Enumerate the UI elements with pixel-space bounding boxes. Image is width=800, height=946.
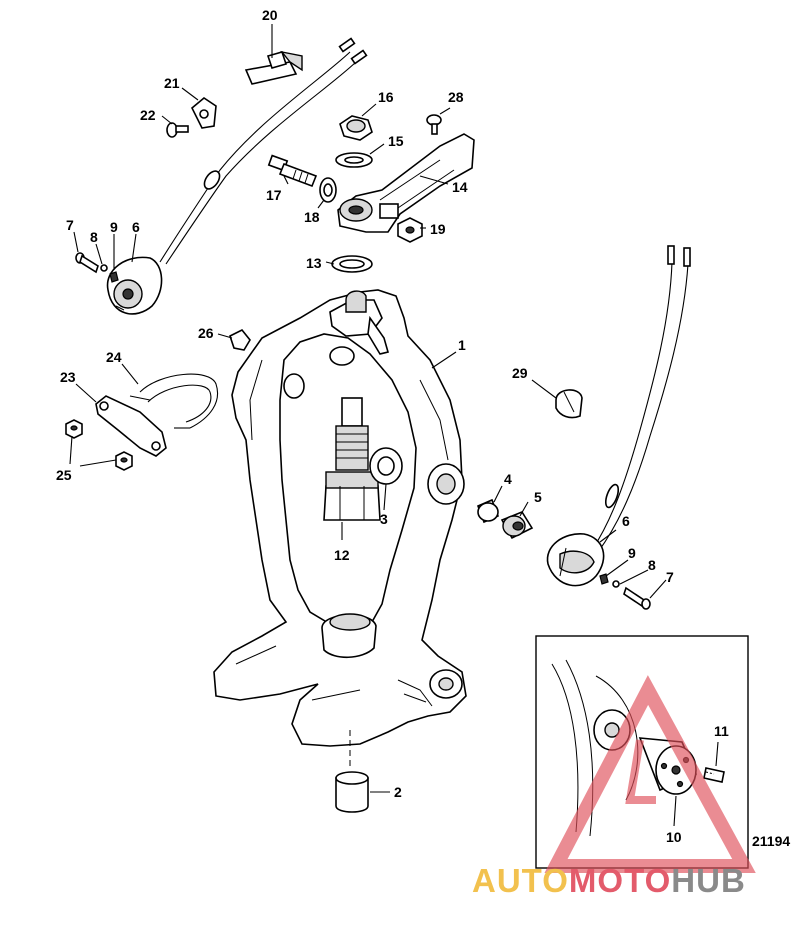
label-1: 1 xyxy=(458,337,466,353)
label-5: 5 xyxy=(534,489,542,505)
part-14-tiller-arm xyxy=(337,133,475,233)
label-6-left: 6 xyxy=(132,219,140,235)
label-22: 22 xyxy=(140,107,156,123)
part-3-washer xyxy=(369,447,403,485)
watermark-moto: MOTO xyxy=(568,862,672,899)
label-11: 11 xyxy=(714,723,729,739)
part-4-bushing xyxy=(476,498,500,524)
label-9-right: 9 xyxy=(628,545,636,561)
part-18-washer xyxy=(319,177,337,203)
label-8-right: 8 xyxy=(648,557,656,573)
label-21: 21 xyxy=(164,75,180,91)
label-17: 17 xyxy=(266,187,282,203)
label-3: 3 xyxy=(380,511,388,527)
watermark-triangle xyxy=(544,675,756,873)
part-6-trim-sensor-left xyxy=(106,256,163,315)
part-15-washer xyxy=(335,152,373,168)
part-8-washer-left xyxy=(100,264,108,272)
label-29: 29 xyxy=(512,365,528,381)
part-22-screw xyxy=(166,122,189,138)
label-16: 16 xyxy=(378,89,394,105)
leader-lines xyxy=(69,24,719,827)
part-6-trim-sensor-right xyxy=(546,533,605,587)
watermark-auto: AUTO xyxy=(472,862,569,899)
part-25-nut-b xyxy=(115,451,133,471)
part-17-bolt xyxy=(267,154,318,188)
label-7-left: 7 xyxy=(66,217,74,233)
part-9-retainer-left xyxy=(109,271,119,283)
part-5-bushing xyxy=(500,511,534,540)
label-15: 15 xyxy=(388,133,404,149)
part-24-u-bolt xyxy=(129,373,218,429)
part-7-screw-right xyxy=(623,586,651,610)
label-18: 18 xyxy=(304,209,320,225)
part-25-nut-a xyxy=(65,419,83,439)
label-14: 14 xyxy=(452,179,468,195)
label-9-left: 9 xyxy=(110,219,118,235)
part-labels: 20 21 22 16 28 15 17 14 18 19 13 7 8 9 6… xyxy=(56,7,790,849)
watermark-hub: HUB xyxy=(671,862,746,899)
label-24: 24 xyxy=(106,349,122,365)
label-4: 4 xyxy=(504,471,512,487)
label-2: 2 xyxy=(394,784,402,800)
label-23: 23 xyxy=(60,369,76,385)
part-28-screw xyxy=(426,114,442,135)
part-29-clip xyxy=(555,389,583,419)
part-2-bushing xyxy=(335,730,369,813)
label-10: 10 xyxy=(666,829,682,845)
label-8-left: 8 xyxy=(90,229,98,245)
label-25: 25 xyxy=(56,467,72,483)
watermark-text: AUTOMOTOHUB xyxy=(472,862,800,902)
part-7-screw-left xyxy=(75,252,99,274)
part-12-steering-shaft xyxy=(323,397,381,521)
label-26: 26 xyxy=(198,325,214,341)
part-21-bracket xyxy=(191,97,217,129)
label-12: 12 xyxy=(334,547,350,563)
drawing-number: 21194 xyxy=(752,833,790,849)
trim-sensor-harness-right xyxy=(591,245,691,553)
part-20-clip xyxy=(244,50,303,85)
part-16-nut xyxy=(339,115,373,141)
label-20: 20 xyxy=(262,7,278,23)
label-7-right: 7 xyxy=(666,569,674,585)
label-28: 28 xyxy=(448,89,464,105)
part-23-plate xyxy=(95,395,167,457)
part-8-washer-right xyxy=(612,580,620,588)
label-6-right: 6 xyxy=(622,513,630,529)
part-26-clip xyxy=(229,328,251,351)
trim-sensor-harness-left xyxy=(159,37,368,265)
label-19: 19 xyxy=(430,221,446,237)
part-9-retainer-right xyxy=(599,573,609,585)
part-19-nut xyxy=(397,217,423,243)
part-13-washer xyxy=(331,255,373,273)
label-13: 13 xyxy=(306,255,322,271)
